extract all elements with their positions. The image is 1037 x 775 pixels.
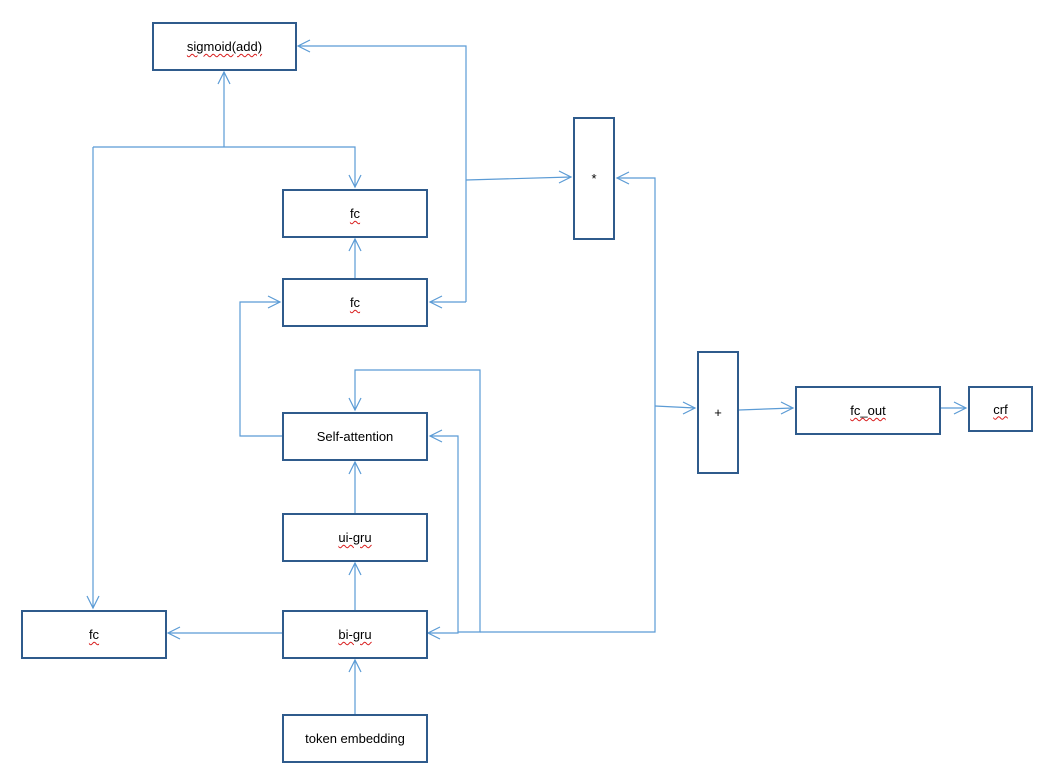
fc-top-label: fc xyxy=(349,206,361,221)
sigmoid-add-node: sigmoid(add) xyxy=(152,22,297,71)
arrowhead-multiply-right xyxy=(615,171,630,185)
fc-middle-label: fc xyxy=(349,295,361,310)
self-attention-node: Self-attention xyxy=(282,412,428,461)
fc-out-node: fc_out xyxy=(795,386,941,435)
bi-gru-label: bi-gru xyxy=(338,627,372,642)
arrowhead-sigmoid-right xyxy=(296,39,311,53)
fc-left-node: fc xyxy=(21,610,167,659)
edge-branch-to-multiply xyxy=(465,176,572,181)
sigmoid-add-label: sigmoid(add) xyxy=(186,39,263,54)
edge-branch-to-sigmoid xyxy=(298,45,467,302)
arrowhead-fcleft-top xyxy=(86,595,100,610)
token-embedding-node: token embedding xyxy=(282,714,428,763)
arrowhead-selfatt-right xyxy=(428,429,443,443)
self-attention-label: Self-attention xyxy=(316,429,394,444)
arrowhead-fcleft-right xyxy=(166,626,181,640)
arrowhead-uigru-bottom xyxy=(348,561,362,576)
token-embedding-label: token embedding xyxy=(305,731,405,746)
edge-bigru-loop-inner xyxy=(428,435,459,634)
arrowhead-selfatt-bottom xyxy=(348,460,362,475)
crf-node: crf xyxy=(968,386,1033,432)
arrowhead-sigmoid-bottom xyxy=(217,70,231,85)
add-label: + xyxy=(714,405,722,420)
arrowhead-fctop-top xyxy=(348,174,362,189)
edge-trunk-to-add xyxy=(654,405,696,409)
arrowhead-selfatt-top xyxy=(348,397,362,412)
edge-split-to-fctop xyxy=(93,146,356,187)
edge-selfatt-to-fcmid xyxy=(239,301,282,437)
edge-add-to-fcout xyxy=(738,407,794,411)
arrowhead-fcout-left xyxy=(780,401,795,415)
ui-gru-node: ui-gru xyxy=(282,513,428,562)
edge-right-trunk xyxy=(480,177,656,633)
arrowhead-fcmid-left xyxy=(267,295,282,309)
ui-gru-label: ui-gru xyxy=(338,530,372,545)
multiply-node: * xyxy=(573,117,615,240)
arrowhead-bigru-right xyxy=(426,626,441,640)
arrowhead-crf-left xyxy=(953,401,968,415)
multiply-label: * xyxy=(591,171,597,186)
edge-bigru-loop-outer xyxy=(354,369,481,633)
arrowhead-fcmid-right xyxy=(428,295,443,309)
bi-gru-node: bi-gru xyxy=(282,610,428,659)
crf-label: crf xyxy=(993,401,1008,417)
fc-middle-node: fc xyxy=(282,278,428,327)
arrowhead-fctop-bottom xyxy=(348,237,362,252)
arrowhead-add-left xyxy=(682,401,697,415)
arrowhead-multiply-left xyxy=(558,170,573,184)
fc-left-label: fc xyxy=(88,627,100,642)
fc-out-label: fc_out xyxy=(850,403,886,418)
add-node: + xyxy=(697,351,739,474)
fc-top-node: fc xyxy=(282,189,428,238)
arrowhead-bigru-bottom xyxy=(348,658,362,673)
